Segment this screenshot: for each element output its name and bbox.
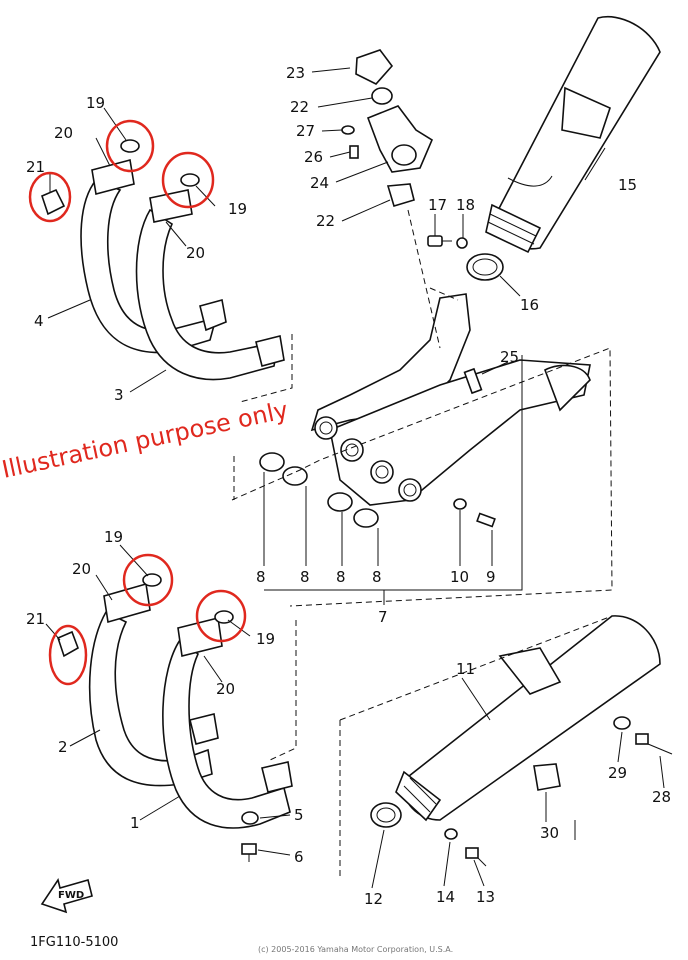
highlight-19-lower-right <box>195 589 247 643</box>
callout-9: 9 <box>486 568 496 586</box>
callout-19-b: 19 <box>228 200 247 218</box>
highlight-21-lower <box>48 624 88 686</box>
callout-19-c: 19 <box>104 528 123 546</box>
flanges-lower <box>103 582 223 657</box>
callout-26: 26 <box>304 148 323 166</box>
bolt-28 <box>635 733 673 755</box>
collars-upper <box>41 139 200 216</box>
callout-13: 13 <box>476 888 495 906</box>
callout-8-c: 8 <box>336 568 346 586</box>
callout-30: 30 <box>540 824 559 842</box>
callout-29: 29 <box>608 764 627 782</box>
muffler-lower <box>395 615 661 822</box>
collector-pipe-7 <box>310 293 591 528</box>
washer-18 <box>456 237 468 249</box>
highlight-circles <box>28 119 247 686</box>
bolt-17 <box>427 235 452 247</box>
callout-20-a: 20 <box>54 124 73 142</box>
callout-19-a: 19 <box>86 94 105 112</box>
callout-6: 6 <box>294 848 304 866</box>
callout-16: 16 <box>520 296 539 314</box>
washer-14 <box>444 828 458 840</box>
callout-3: 3 <box>114 386 124 404</box>
callout-8-a: 8 <box>256 568 266 586</box>
highlight-19-upper-right <box>161 151 215 209</box>
fwd-label: FWD <box>58 890 84 901</box>
callout-19-d: 19 <box>256 630 275 648</box>
bolt-6 <box>241 843 257 862</box>
bracket-assembly <box>341 49 434 207</box>
callout-20-d: 20 <box>216 680 235 698</box>
damper-30 <box>533 763 561 791</box>
callout-4: 4 <box>34 312 44 330</box>
callout-14: 14 <box>436 888 455 906</box>
part-code: 1FG110-5100 <box>30 935 118 950</box>
callout-28: 28 <box>652 788 671 806</box>
fwd-arrow-icon: FWD <box>40 878 93 914</box>
muffler-upper <box>485 16 661 254</box>
bolt-13 <box>465 847 487 867</box>
flanges-upper <box>91 159 193 223</box>
callout-8-b: 8 <box>300 568 310 586</box>
callout-7: 7 <box>378 608 388 626</box>
copyright-notice: (c) 2005-2016 Yamaha Motor Corporation, … <box>258 945 453 954</box>
callout-5: 5 <box>294 806 304 824</box>
nut-5 <box>241 811 259 825</box>
washer-29 <box>613 716 631 730</box>
callout-25: 25 <box>500 348 519 366</box>
assembly-frames <box>231 209 613 880</box>
gasket-rings-8 <box>259 452 379 528</box>
highlight-19-lower-left <box>122 553 174 607</box>
callout-24: 24 <box>310 174 329 192</box>
callout-23: 23 <box>286 64 305 82</box>
callout-8-d: 8 <box>372 568 382 586</box>
callout-2: 2 <box>58 738 68 756</box>
gasket-ring-12 <box>370 802 402 828</box>
callout-22-upper: 22 <box>290 98 309 116</box>
callout-21-b: 21 <box>26 610 45 628</box>
exhaust-pipe-4 <box>80 179 227 354</box>
leader-lines <box>45 67 665 889</box>
watermark-text: Illustration purpose only <box>0 396 290 484</box>
callout-15: 15 <box>618 176 637 194</box>
callout-22-lower: 22 <box>316 212 335 230</box>
callout-11: 11 <box>456 660 475 678</box>
callout-21-a: 21 <box>26 158 45 176</box>
highlight-19-upper-left <box>105 119 155 173</box>
callout-17: 17 <box>428 196 447 214</box>
callout-1: 1 <box>130 814 140 832</box>
gasket-ring-16 <box>466 253 504 281</box>
callout-18: 18 <box>456 196 475 214</box>
callout-20-c: 20 <box>72 560 91 578</box>
exhaust-pipe-1 <box>162 638 293 829</box>
callout-20-b: 20 <box>186 244 205 262</box>
highlight-21-upper <box>28 171 72 223</box>
callout-27: 27 <box>296 122 315 140</box>
callout-10: 10 <box>450 568 469 586</box>
callout-12: 12 <box>364 890 383 908</box>
exhaust-pipe-3 <box>135 208 285 381</box>
